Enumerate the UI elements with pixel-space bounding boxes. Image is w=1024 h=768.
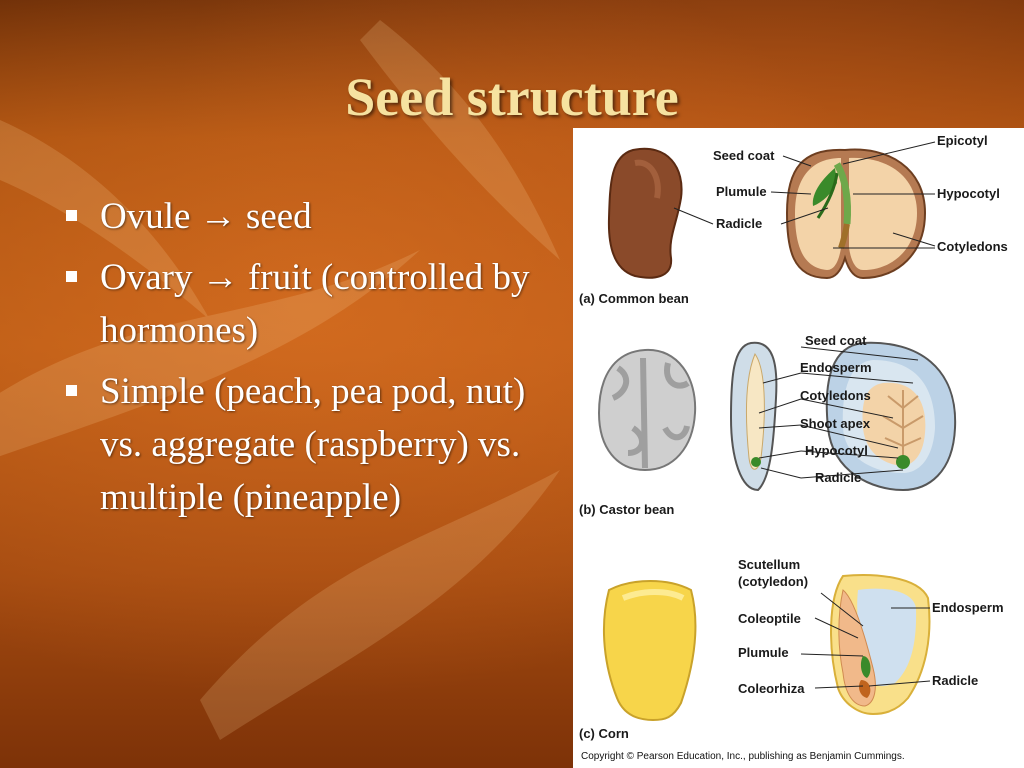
bullet-item: Ovary → fruit (controlled by hormones) xyxy=(60,251,540,357)
label-plumule-a: Plumule xyxy=(716,184,767,199)
slide-title: Seed structure xyxy=(345,67,679,127)
corn-plumule-c xyxy=(860,656,871,678)
label-cotyledon-c: (cotyledon) xyxy=(738,574,808,589)
corn-panel: Scutellum (cotyledon) Coleoptile Plumule… xyxy=(579,557,1004,741)
bullet-text: Ovule → seed xyxy=(100,196,312,237)
label-shoot-apex-b: Shoot apex xyxy=(800,416,871,431)
label-hypocotyl-b: Hypocotyl xyxy=(805,443,868,458)
label-endosperm-c: Endosperm xyxy=(932,600,1004,615)
bullet-list: Ovule → seed Ovary → fruit (controlled b… xyxy=(60,190,540,532)
label-coleorhiza-c: Coleorhiza xyxy=(738,681,805,696)
seed-structure-figure: Seed coat Plumule Radicle Epicotyl Hypoc… xyxy=(573,128,1024,768)
label-seed-coat-a: Seed coat xyxy=(713,148,775,163)
caption-common-bean: (a) Common bean xyxy=(579,291,689,306)
castor-side-radicle xyxy=(751,457,761,467)
common-bean-panel: Seed coat Plumule Radicle Epicotyl Hypoc… xyxy=(579,133,1008,306)
castor-bean-panel: Seed coat Endosperm Cotyledons Shoot ape… xyxy=(579,333,957,517)
bullet-text: Ovary → fruit (controlled by hormones) xyxy=(100,257,530,351)
bullet-square-icon xyxy=(66,271,77,282)
bullet-square-icon xyxy=(66,385,77,396)
bullet-item: Simple (peach, pea pod, nut) vs. aggrega… xyxy=(60,365,540,524)
label-hypocotyl-a: Hypocotyl xyxy=(937,186,1000,201)
bullet-square-icon xyxy=(66,210,77,221)
label-epicotyl-a: Epicotyl xyxy=(937,133,988,148)
label-plumule-c: Plumule xyxy=(738,645,789,660)
label-radicle-b: Radicle xyxy=(815,470,861,485)
common-bean-radicle xyxy=(838,223,850,249)
caption-castor-bean: (b) Castor bean xyxy=(579,502,674,517)
label-coleoptile-c: Coleoptile xyxy=(738,611,801,626)
common-bean-hypocotyl xyxy=(833,162,851,225)
bullet-item: Ovule → seed xyxy=(60,190,540,243)
common-bean-cotyledon-right xyxy=(849,157,917,270)
corn-radicle-c xyxy=(859,680,871,698)
label-radicle-c: Radicle xyxy=(932,673,978,688)
seed-diagram-svg: Seed coat Plumule Radicle Epicotyl Hypoc… xyxy=(579,133,1008,741)
label-radicle-a: Radicle xyxy=(716,216,762,231)
label-cotyledons-b: Cotyledons xyxy=(800,388,871,403)
caption-corn: (c) Corn xyxy=(579,726,629,741)
corn-kernel-whole xyxy=(602,580,697,722)
bullet-text: Simple (peach, pea pod, nut) vs. aggrega… xyxy=(100,371,526,518)
label-scutellum-c: Scutellum xyxy=(738,557,800,572)
label-endosperm-b: Endosperm xyxy=(800,360,872,375)
castor-face-radicle xyxy=(896,455,910,469)
label-cotyledons-a: Cotyledons xyxy=(937,239,1008,254)
common-bean-plumule xyxy=(812,168,837,206)
copyright-notice: Copyright © Pearson Education, Inc., pub… xyxy=(581,751,905,762)
label-seed-coat-b: Seed coat xyxy=(805,333,867,348)
common-bean-whole xyxy=(607,147,683,279)
